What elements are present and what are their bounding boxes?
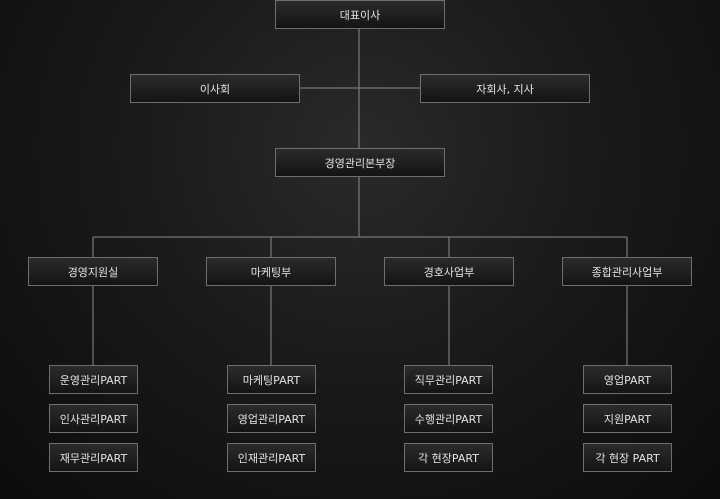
node-subsidiary: 자회사, 지사 [420,74,590,103]
node-part: 각 현장 PART [583,443,672,472]
node-part: 재무관리PART [49,443,138,472]
node-part: 지원PART [583,404,672,433]
node-part: 인사관리PART [49,404,138,433]
node-part: 직무관리PART [404,365,493,394]
node-dept-security: 경호사업부 [384,257,514,286]
node-part: 영업관리PART [227,404,316,433]
node-hq: 경영관리본부장 [275,148,445,177]
node-part: 운영관리PART [49,365,138,394]
node-dept-management-support: 경영지원실 [28,257,158,286]
node-board: 이사회 [130,74,300,103]
node-part: 영업PART [583,365,672,394]
node-part: 마케팅PART [227,365,316,394]
node-dept-general-management: 종합관리사업부 [562,257,692,286]
node-ceo: 대표이사 [275,0,445,29]
node-dept-marketing: 마케팅부 [206,257,336,286]
node-part: 각 현장PART [404,443,493,472]
node-part: 인재관리PART [227,443,316,472]
node-part: 수행관리PART [404,404,493,433]
